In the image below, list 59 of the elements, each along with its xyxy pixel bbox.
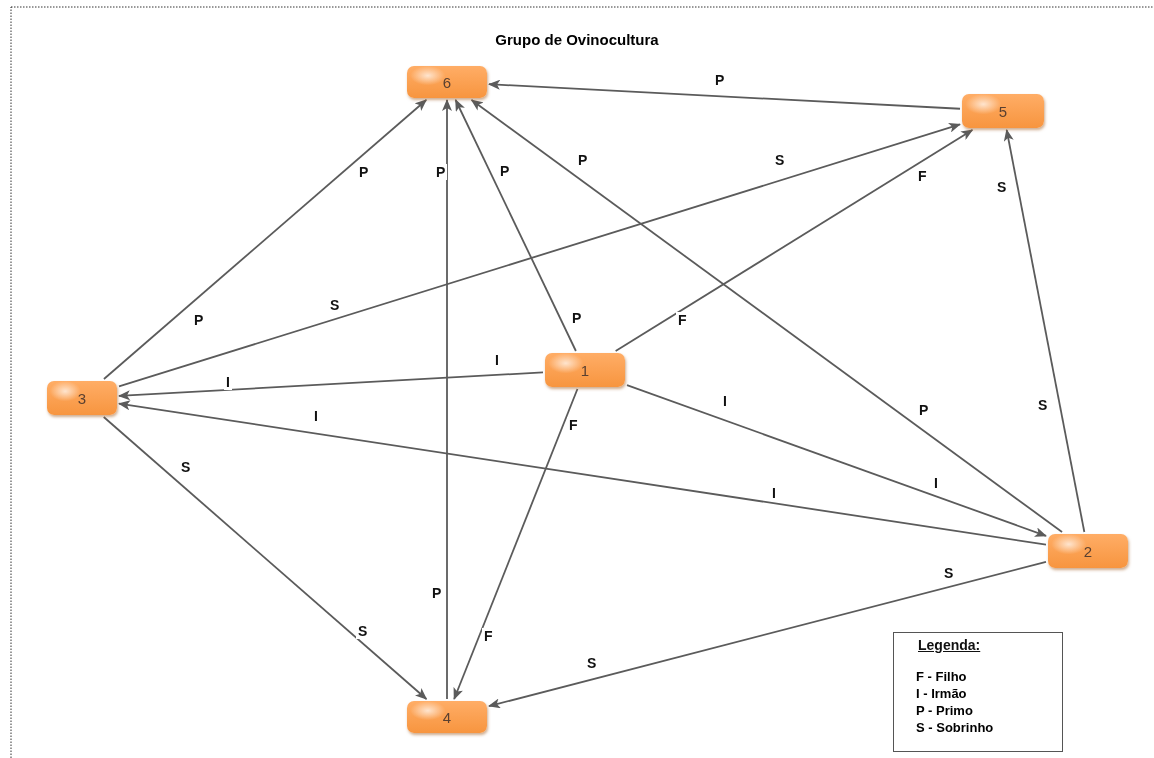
relation-label: I [770,485,778,501]
edge-label: P [498,163,512,179]
relation-label: S [1036,397,1050,413]
relation-label: F [676,312,689,328]
arrow [488,79,961,110]
arrow [453,388,579,700]
relation-label: S [328,297,342,313]
edge-label: P [434,164,448,180]
edge-label: S [942,565,956,581]
relation-label: I [932,475,940,491]
edge-label: F [567,417,580,433]
node-box [407,66,487,98]
node-box [407,701,487,733]
arrow [1003,129,1086,533]
relation-label: I [224,374,232,390]
relation-label: P [192,312,206,328]
arrow [103,99,428,380]
arrow [102,416,428,700]
arrow [614,129,974,352]
edge-label: P [357,164,371,180]
arrow [118,400,1047,546]
relation-label: S [585,655,599,671]
arrow [118,371,544,401]
edge-label: S [179,459,193,475]
diagram-title: Grupo de Ovinocultura [494,31,660,48]
legend-text: I - Irmão [916,686,967,701]
arrow [470,99,1063,533]
relation-label: S [356,623,370,639]
legend-text: F - Filho [916,669,967,684]
edge-label: S [773,152,787,168]
legend-text: P - Primo [916,703,973,718]
node-label: 4 [442,708,452,726]
node-label: 6 [442,73,452,91]
relation-label: P [917,402,931,418]
node-label: 2 [1083,542,1093,560]
node-box [1048,534,1128,568]
edge-label: I [312,408,320,424]
arrow [118,122,961,388]
node-box [962,94,1044,128]
legend-title: Legenda: [918,637,981,653]
node-label: 1 [580,361,590,379]
relation-label: P [430,585,444,601]
node-label: 5 [998,102,1008,120]
legend-text: S - Sobrinho [916,720,994,735]
relation-label: P [570,310,584,326]
edge-label: P [713,72,727,88]
edge-label: I [721,393,729,409]
node-box [545,353,625,387]
arrow [454,99,577,352]
edge-label: P [576,152,590,168]
edge-label: F [916,168,929,184]
node-box [47,381,117,415]
edge-label: S [995,179,1009,195]
relation-label: F [482,628,495,644]
arrow [442,99,452,700]
arrow [488,561,1047,709]
edge-label: I [493,352,501,368]
node-label: 3 [77,389,87,407]
arrow [626,384,1047,537]
